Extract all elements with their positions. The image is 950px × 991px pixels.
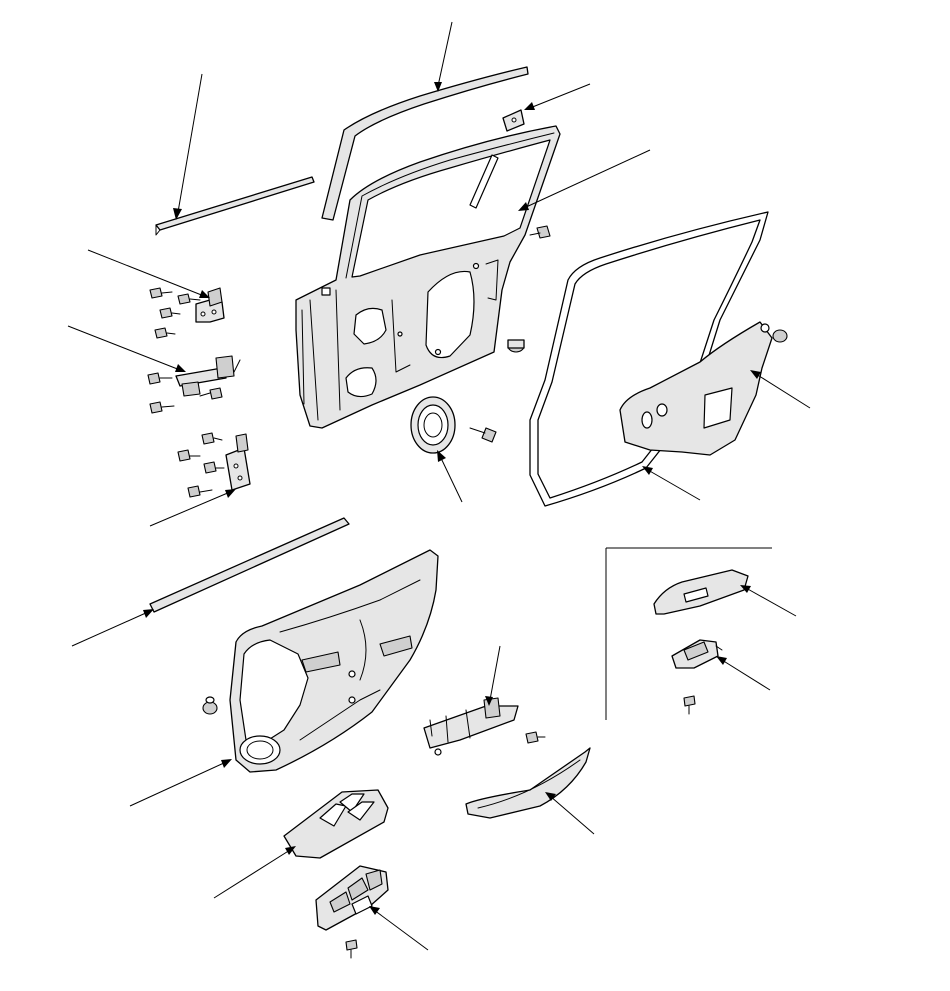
plug-icon: [507, 339, 525, 353]
armrest-cover: [465, 747, 591, 819]
door-weatherstrip: [529, 211, 769, 507]
shell-bolt-icon: [529, 225, 551, 239]
waterproof-sheet: [619, 321, 773, 456]
armrest-screw-icon: [525, 731, 546, 744]
grommet-bolt-icon: [469, 427, 497, 443]
leader-lines: [67, 21, 811, 951]
armrest-bracket: [423, 697, 519, 756]
window-frame-molding: [321, 66, 529, 221]
inset-screw-icon: [683, 695, 696, 715]
trim-clip-icon: [202, 696, 218, 715]
power-window-master-switch: [315, 865, 389, 931]
frame-clip: [502, 109, 525, 132]
switch-screw-icon: [345, 939, 358, 959]
power-window-bezel: [283, 789, 389, 859]
inset-frame: [605, 547, 772, 720]
belt-molding-outer: [155, 176, 315, 236]
inset-single-switch: [671, 639, 723, 669]
door-shell: [295, 125, 561, 429]
lower-hinge: [225, 433, 251, 491]
clip-icon: [772, 329, 788, 343]
lower-hinge-bolt-icon: [177, 432, 225, 498]
upper-hinge: [195, 287, 225, 323]
inset-switch-bezel: [653, 569, 749, 615]
hinge-bolt-icon: [149, 287, 201, 339]
checker-bolt-icon: [147, 372, 223, 414]
door-checker: [175, 355, 241, 397]
door-trim-panel: [229, 549, 439, 773]
speaker-grommet: [410, 396, 456, 454]
belt-molding-inner: [149, 517, 350, 613]
